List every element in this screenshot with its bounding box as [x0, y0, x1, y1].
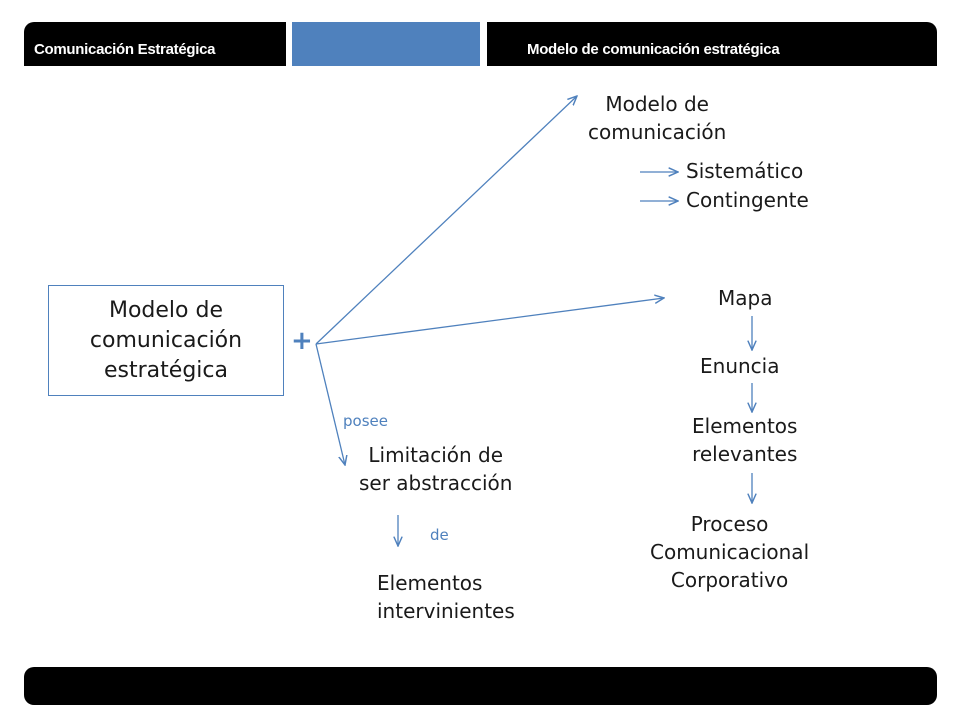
- node-limitacion: Limitación de ser abstracción: [359, 443, 513, 495]
- main-concept-label: Modelo de comunicación estratégica: [89, 297, 243, 383]
- label-posee: posee: [343, 412, 388, 430]
- arrow-to-limitacion: [315, 343, 345, 465]
- slide-title: Modelo de comunicación estratégica: [527, 41, 780, 58]
- node-contingente: Contingente: [686, 188, 809, 212]
- node-mapa: Mapa: [718, 286, 773, 310]
- header-left-bar: Comunicación Estratégica: [24, 22, 286, 66]
- node-sistematico: Sistemático: [686, 159, 804, 183]
- footer-bar: [24, 667, 937, 705]
- arrow-to-modelo: [315, 96, 577, 345]
- plus-sign: +: [291, 326, 313, 356]
- label-de: de: [430, 526, 449, 544]
- section-title: Comunicación Estratégica: [34, 41, 216, 58]
- arrow-to-mapa: [315, 298, 664, 345]
- header-right-bar: Modelo de comunicación estratégica: [487, 22, 937, 66]
- node-elementos-relevantes: Elementos relevantes: [692, 414, 798, 466]
- node-elementos-intervinientes: Elementos intervinientes: [377, 571, 515, 623]
- node-enuncia: Enuncia: [700, 354, 780, 378]
- main-concept-box: Modelo de comunicación estratégica: [48, 285, 284, 396]
- node-modelo-comunicacion: Modelo de comunicación: [588, 92, 727, 144]
- header-accent-block: [292, 22, 480, 66]
- node-proceso-comunicacional: Proceso Comunicacional Corporativo: [650, 512, 810, 592]
